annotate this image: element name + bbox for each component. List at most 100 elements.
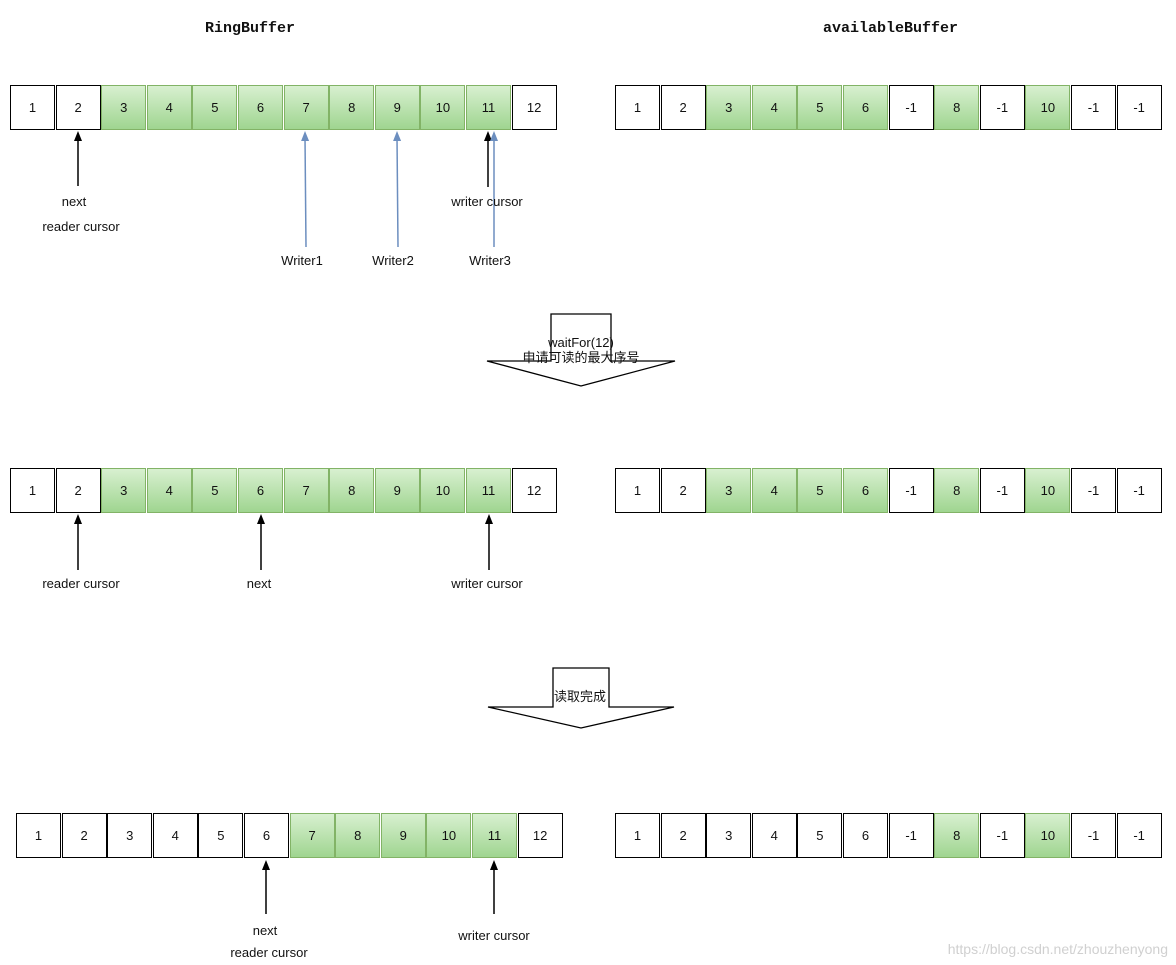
writer2-label: Writer2: [372, 253, 414, 268]
writer3-label: Writer3: [469, 253, 511, 268]
row3-ring-cell: 4: [152, 813, 198, 858]
writer2-arrow: [393, 131, 402, 248]
row1-available-cell: -1: [979, 85, 1025, 130]
row2-writer-cursor-label: writer cursor: [451, 576, 523, 591]
row3-available-cell: -1: [979, 813, 1025, 858]
row1-available-cell: 8: [934, 85, 980, 130]
row2-available-cell: 1: [615, 468, 660, 513]
step1-label: waitFor(12) 申请可读的最大序号: [522, 335, 639, 365]
row2-available-cell: 4: [751, 468, 797, 513]
step1-down-arrow: [486, 313, 676, 387]
row2-ring-cell: 6: [238, 468, 283, 513]
row2-ring-cell: 7: [283, 468, 329, 513]
row1-available-cell: -1: [888, 85, 934, 130]
row1-available-cell: 4: [751, 85, 797, 130]
row2-available-cell: -1: [1116, 468, 1162, 513]
row1-writer-cursor-arrow: [484, 131, 492, 187]
row1-available-cell: 1: [615, 85, 660, 130]
step1-line1: waitFor(12): [548, 335, 614, 350]
step1-line2: 申请可读的最大序号: [522, 350, 640, 365]
row2-available-cell: 10: [1025, 468, 1071, 513]
row3-reader-cursor-label: reader cursor: [230, 945, 308, 960]
row2-ring-cell: 9: [374, 468, 420, 513]
row2-available-cell: 5: [797, 468, 843, 513]
row3-ring-cell: 5: [198, 813, 244, 858]
row3-available-cell: 5: [797, 813, 843, 858]
row1-ring-cell: 4: [146, 85, 192, 130]
row2-ring-cell: 2: [55, 468, 101, 513]
writer1-label: Writer1: [281, 253, 323, 268]
row1-writer-cursor-label: writer cursor: [451, 194, 523, 209]
row2-available-cell: -1: [1071, 468, 1116, 513]
row3-available-cell: 2: [660, 813, 706, 858]
row2-ring-cell: 5: [192, 468, 238, 513]
row3-ring-cell: 3: [107, 813, 153, 858]
row1-ring-cell: 3: [101, 85, 147, 130]
row2-writer-cursor-arrow: [485, 514, 493, 570]
row1-available-cell: 5: [797, 85, 843, 130]
row2-available-cell: 8: [934, 468, 980, 513]
row3-ring-cell: 9: [380, 813, 426, 858]
row2-available-cell: -1: [979, 468, 1025, 513]
row3-available-cell: 4: [751, 813, 797, 858]
row3-ring-cell: 11: [472, 813, 517, 858]
row1-reader-cursor-label: reader cursor: [42, 219, 120, 234]
row2-available-cell: 3: [706, 468, 752, 513]
row2-ring-cell: 11: [466, 468, 511, 513]
row1-ring-cell: 9: [374, 85, 420, 130]
row2-ring-cell: 8: [329, 468, 375, 513]
row1-available-cell: 2: [660, 85, 706, 130]
row3-ring-cell: 12: [517, 813, 563, 858]
row1-available-cell: 3: [706, 85, 752, 130]
row1-ring-cell: 1: [10, 85, 55, 130]
row2-available-cell: -1: [888, 468, 934, 513]
row2-ring-cell: 12: [511, 468, 557, 513]
row2-available-cell: 6: [843, 468, 888, 513]
row1-available-cell: 10: [1025, 85, 1071, 130]
row3-writer-cursor-label: writer cursor: [458, 928, 530, 943]
step2-label: 读取完成: [553, 689, 607, 704]
row3-available-cell: 10: [1025, 813, 1071, 858]
row3-reader-arrow: [262, 860, 270, 914]
row1-reader-arrow: [74, 131, 82, 186]
row2-reader-cursor-label: reader cursor: [42, 576, 120, 591]
row1-ring-cell: 12: [511, 85, 557, 130]
writer3-arrow: [490, 131, 498, 247]
row3-next-label: next: [252, 923, 278, 938]
row1-ring-cell: 8: [329, 85, 375, 130]
row1-ring-cell: 6: [238, 85, 283, 130]
row1-ring-cell: 11: [466, 85, 511, 130]
ringbuffer-title: RingBuffer: [205, 20, 296, 37]
row2-next-label: next: [246, 576, 272, 591]
row1-ring-cell: 7: [283, 85, 329, 130]
row1-available-cell: -1: [1071, 85, 1116, 130]
writer1-arrow: [301, 131, 310, 248]
row3-available-cell: 1: [615, 813, 660, 858]
row3-ring-cell: 8: [335, 813, 381, 858]
row2-reader-arrow: [74, 514, 82, 570]
row3-ring-cell: 2: [61, 813, 107, 858]
row3-available-cell: -1: [1071, 813, 1116, 858]
watermark: https://blog.csdn.net/zhouzhenyong: [947, 941, 1168, 957]
row1-next-label: next: [61, 194, 87, 209]
row3-ring-cell: 6: [244, 813, 289, 858]
row3-writer-cursor-arrow: [490, 860, 498, 914]
row1-available-cell: 6: [843, 85, 888, 130]
row3-available-cell: 3: [706, 813, 752, 858]
row2-ring-cell: 10: [420, 468, 466, 513]
row2-ring-cell: 4: [146, 468, 192, 513]
row1-ring-cell: 2: [55, 85, 101, 130]
row3-ring-cell: 1: [16, 813, 61, 858]
availablebuffer-title: availableBuffer: [823, 20, 959, 37]
row1-available-cell: -1: [1116, 85, 1162, 130]
row2-ring-cell: 1: [10, 468, 55, 513]
row2-ring-cell: 3: [101, 468, 147, 513]
row3-ring-cell: 10: [426, 813, 472, 858]
row1-ring-cell: 5: [192, 85, 238, 130]
row2-available-cell: 2: [660, 468, 706, 513]
row1-ring-cell: 10: [420, 85, 466, 130]
row3-ring-cell: 7: [289, 813, 335, 858]
step2-down-arrow: [487, 667, 675, 729]
